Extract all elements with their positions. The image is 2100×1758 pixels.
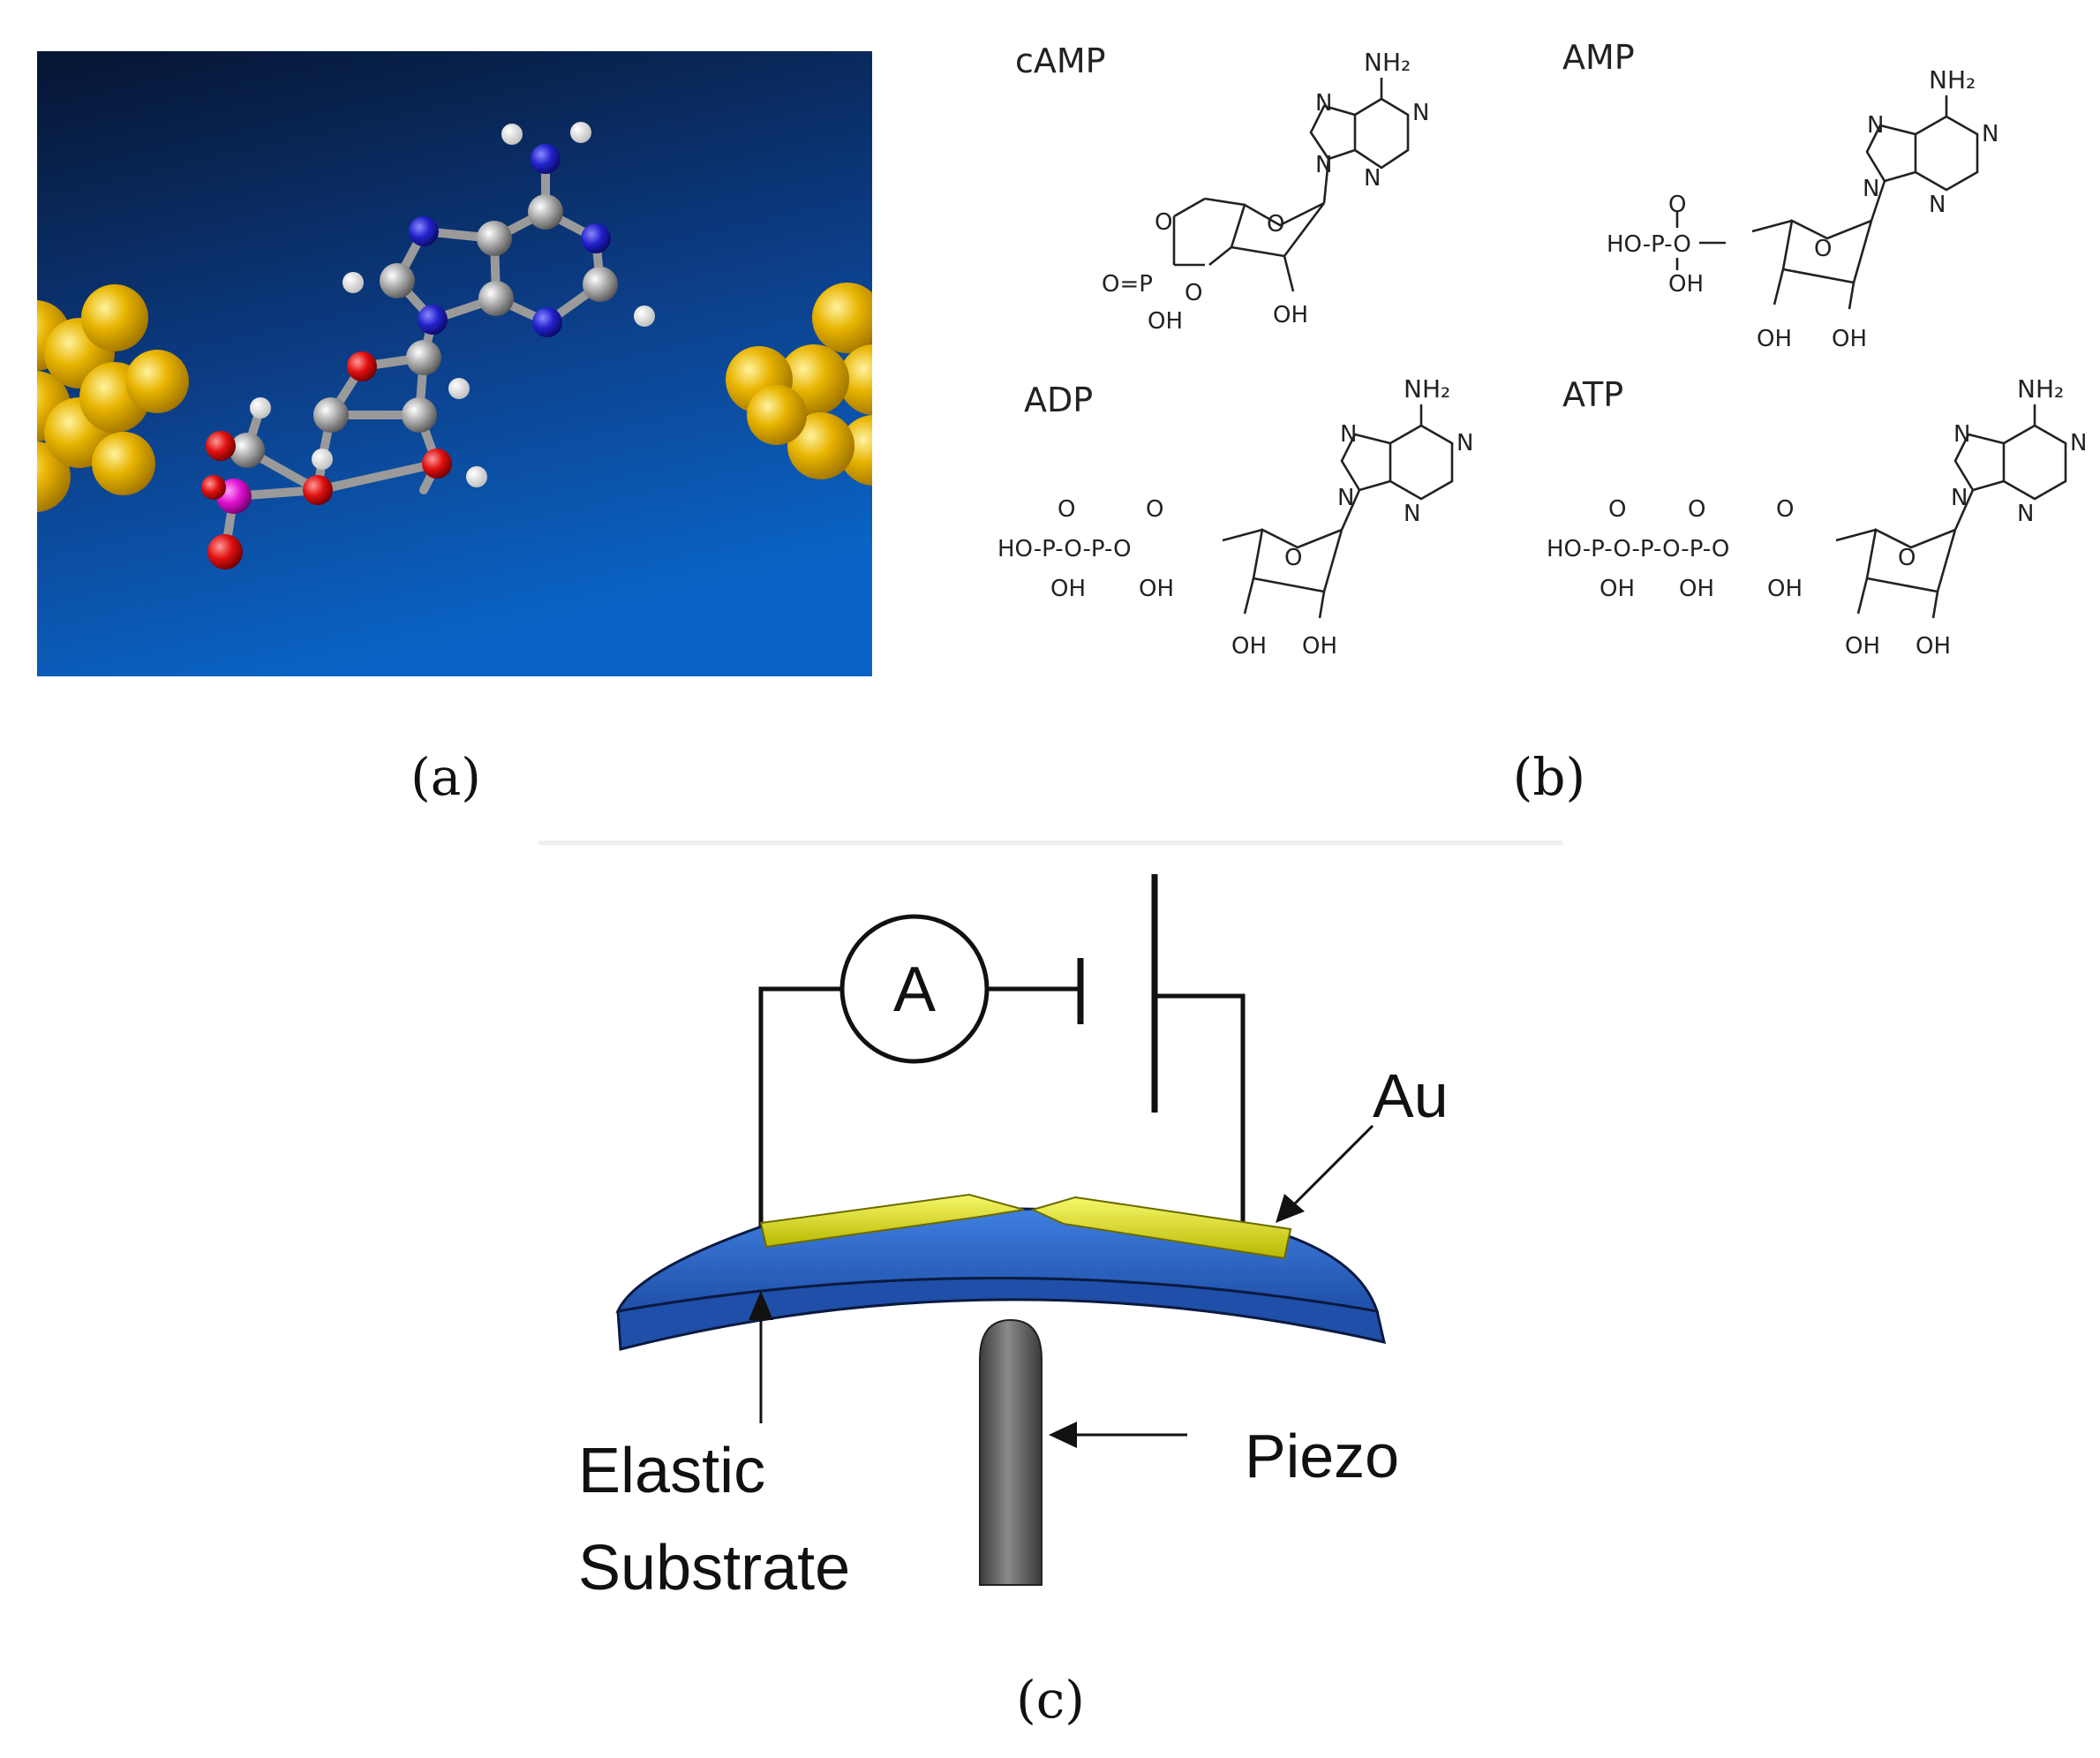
svg-text:O: O	[1688, 496, 1705, 523]
svg-text:HO-P-O: HO-P-O	[1607, 231, 1691, 258]
panel-a-label: (a)	[410, 747, 481, 807]
svg-text:OH: OH	[1832, 326, 1867, 352]
svg-text:N: N	[1953, 421, 1970, 448]
svg-text:HO-P-O-P-O-P-O: HO-P-O-P-O-P-O	[1547, 536, 1729, 562]
svg-text:OH: OH	[1668, 271, 1704, 298]
svg-text:O: O	[1267, 211, 1284, 238]
svg-text:OH: OH	[1148, 308, 1183, 335]
svg-text:OH: OH	[1679, 576, 1714, 602]
gold-break-junction	[759, 1193, 1292, 1260]
svg-text:N: N	[1456, 430, 1473, 456]
amp-name: AMP	[1562, 38, 1635, 77]
svg-text:OH: OH	[1050, 576, 1086, 602]
substrate-arrow-head	[749, 1291, 773, 1320]
au-arrow-head	[1276, 1194, 1305, 1223]
ammeter	[839, 914, 990, 1064]
au-arrow-line	[1287, 1124, 1374, 1211]
atp-amine: NH₂	[2017, 374, 2064, 404]
circuit: A	[758, 874, 1246, 1227]
svg-text:O: O	[1776, 496, 1794, 523]
panel-b: cAMP NH₂ N N N N O O O=P O	[997, 38, 2087, 807]
svg-text:HO-P-O-P-O: HO-P-O-P-O	[997, 536, 1132, 562]
svg-text:N: N	[1982, 121, 1998, 147]
ammeter-symbol: A	[893, 954, 936, 1025]
atp-name: ATP	[1562, 375, 1623, 414]
substrate-label-line1: Elastic	[578, 1436, 765, 1506]
svg-text:N: N	[1867, 112, 1884, 139]
svg-text:O: O	[1814, 236, 1832, 262]
svg-text:N: N	[1412, 100, 1429, 126]
svg-text:N: N	[1951, 485, 1968, 511]
svg-text:OH: OH	[1916, 633, 1951, 660]
svg-text:N: N	[2070, 430, 2087, 456]
svg-text:N: N	[1364, 165, 1381, 192]
svg-text:O: O	[1668, 192, 1686, 218]
svg-text:O: O	[1608, 496, 1626, 523]
panel-c: A Au Piezo Elastic Substrate (c)	[538, 841, 1562, 1730]
svg-text:OH: OH	[1767, 576, 1803, 602]
svg-text:N: N	[1863, 176, 1879, 202]
substrate-label-line2: Substrate	[578, 1533, 850, 1603]
svg-text:OH: OH	[1302, 633, 1337, 660]
svg-text:N: N	[2017, 501, 2034, 527]
molecule-adp: ADP NH₂ N N N N O HO-P-O-P-O O O OH OH O…	[997, 374, 1473, 660]
svg-text:OH: OH	[1757, 326, 1792, 352]
svg-text:O: O	[1284, 545, 1302, 571]
panel-a: (a)	[37, 51, 872, 807]
molecule-atp: ATP NH₂ N N N N O HO-P-O-P-O-P-O O O O O…	[1547, 374, 2087, 660]
piezo-label: Piezo	[1245, 1422, 1399, 1490]
gold-electrode-left	[37, 284, 189, 512]
svg-text:O=P: O=P	[1102, 271, 1153, 298]
adp-amine: NH₂	[1404, 374, 1450, 404]
molecule-atoms	[201, 122, 655, 570]
amp-amine: NH₂	[1929, 65, 1976, 94]
svg-text:O: O	[1058, 496, 1075, 523]
svg-text:OH: OH	[1845, 633, 1880, 660]
au-label: Au	[1373, 1061, 1449, 1130]
panel-c-top-border	[538, 841, 1562, 845]
svg-text:N: N	[1404, 501, 1420, 527]
svg-text:O: O	[1898, 545, 1916, 571]
molecule-camp: cAMP NH₂ N N N N O O O=P O	[1015, 41, 1429, 335]
svg-text:O: O	[1146, 496, 1163, 523]
svg-text:N: N	[1337, 485, 1354, 511]
svg-text:O: O	[1185, 280, 1202, 306]
svg-text:N: N	[1315, 90, 1332, 117]
svg-text:OH: OH	[1273, 302, 1308, 328]
svg-text:N: N	[1340, 421, 1357, 448]
molecule-amp: AMP NH₂ N N N N O HO-P-O O OH	[1562, 38, 1998, 352]
camp-name: cAMP	[1015, 41, 1106, 80]
left-wire	[758, 986, 843, 1227]
camp-amine: NH₂	[1364, 48, 1411, 77]
svg-text:O: O	[1155, 209, 1172, 236]
svg-text:OH: OH	[1231, 633, 1267, 660]
right-wire	[1155, 993, 1246, 1227]
svg-text:OH: OH	[1139, 576, 1174, 602]
piezo-actuator	[979, 1318, 1042, 1586]
svg-text:N: N	[1929, 192, 1946, 218]
svg-text:OH: OH	[1599, 576, 1635, 602]
panel-c-label: (c)	[1016, 1670, 1085, 1730]
panel-b-label: (b)	[1513, 747, 1585, 807]
svg-text:N: N	[1315, 152, 1332, 178]
adp-name: ADP	[1024, 381, 1093, 419]
gold-electrode-right	[726, 283, 872, 486]
piezo-arrow-head	[1049, 1422, 1077, 1448]
